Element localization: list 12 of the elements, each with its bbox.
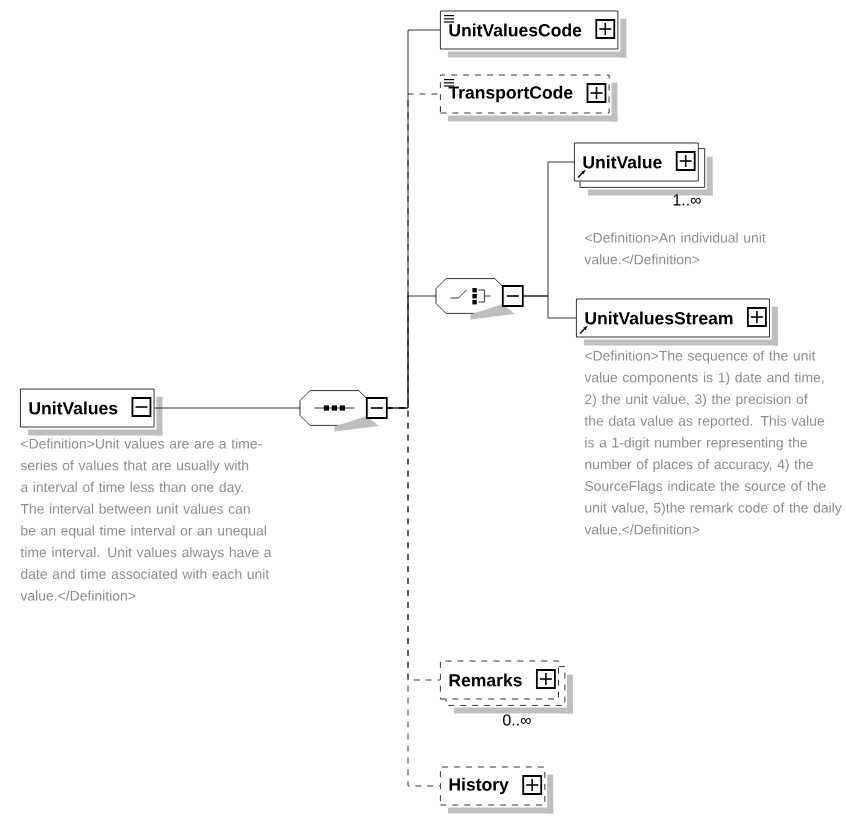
- connector-line: [386, 295, 437, 409]
- element-box: UnitValuesCode: [440, 10, 627, 58]
- element-box: UnitValue: [574, 142, 713, 196]
- compositor-symbol: [435, 278, 524, 320]
- connector-line: [154, 407, 301, 409]
- element-box: UnitValuesStream: [576, 298, 778, 346]
- element-box: TransportCode: [440, 74, 618, 122]
- element-box: Remarks: [440, 660, 573, 714]
- connector-line: [522, 295, 577, 319]
- element-box: History: [440, 766, 554, 814]
- compositor-symbol: [299, 390, 388, 432]
- element-box: UnitValues: [20, 388, 163, 436]
